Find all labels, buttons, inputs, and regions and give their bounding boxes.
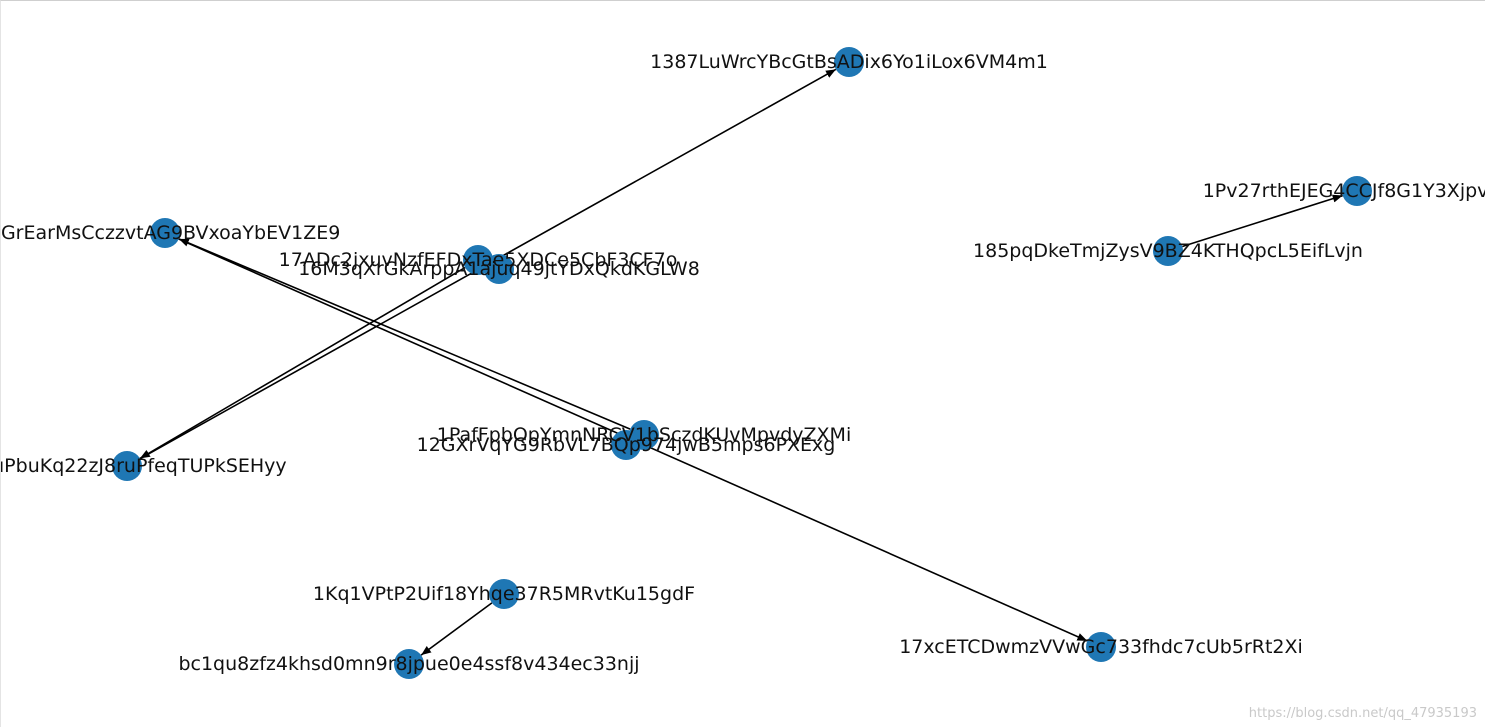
node-n5[interactable] <box>112 451 142 481</box>
node-n2[interactable] <box>150 218 180 248</box>
node-n10[interactable] <box>1153 236 1183 266</box>
node-label-n12: bc1qu8zfz4khsd0mn9r8jpue0e4ssf8v434ec33n… <box>178 653 639 675</box>
node-label-n10: 185pqDkeTmjZysV9BZ4KTHQpcL5EifLvjn <box>973 240 1363 262</box>
node-n7[interactable] <box>611 430 641 460</box>
node-label-n9: 1Pv27rthEJEG4CCJf8G1Y3Xjpvva <box>1203 180 1485 202</box>
node-n12[interactable] <box>394 649 424 679</box>
node-label-n8: 17xcETCDwmzVVwGc733fhdc7cUb5rRt2Xi <box>899 636 1303 658</box>
node-label-n2: xGrEarMsCczzvtAG9BVxoaYbEV1ZE9 <box>1 222 340 244</box>
node-n11[interactable] <box>489 579 519 609</box>
node-n8[interactable] <box>1086 632 1116 662</box>
node-label-n11: 1Kq1VPtP2Uif18Yhqe37R5MRvtKu15gdF <box>313 583 695 605</box>
node-label-n5: LNuPbuKq22zJ8ruPfeqTUPkSEHyy <box>1 455 287 477</box>
watermark-text: https://blog.csdn.net/qq_47935193 <box>1248 706 1477 721</box>
node-label-n3: 17ADc2jxuvNzfEFDxTae5XDCe5CbF3CF7o <box>279 249 678 271</box>
node-label-n7: 12GXrVqYG9RbVL7BQp974jwB5mps6PXExg <box>417 434 836 456</box>
node-n4[interactable] <box>484 254 514 284</box>
nodes-layer <box>112 47 1372 679</box>
edge-n6-n2 <box>178 238 631 430</box>
node-label-n1: 1387LuWrcYBcGtBsADix6Yo1iLox6VM4m1 <box>650 51 1048 73</box>
node-n1[interactable] <box>834 47 864 77</box>
edge-n3-n5 <box>139 266 466 460</box>
node-label-n6: 1PafFpbQpYmnNRCV1bSczdKUvMpvdyZXMi <box>437 424 851 446</box>
edge-n10-n9 <box>1182 194 1343 248</box>
edge-n11-n12 <box>420 602 493 656</box>
labels-layer: 1387LuWrcYBcGtBsADix6Yo1iLox6VM4m1 xGrEar… <box>1 51 1485 675</box>
node-label-n4: 16M3qXrGkArppA1ajuq49jtYDxQkdKGLW8 <box>298 258 700 280</box>
node-n9[interactable] <box>1342 176 1372 206</box>
edges-layer <box>139 68 1343 656</box>
